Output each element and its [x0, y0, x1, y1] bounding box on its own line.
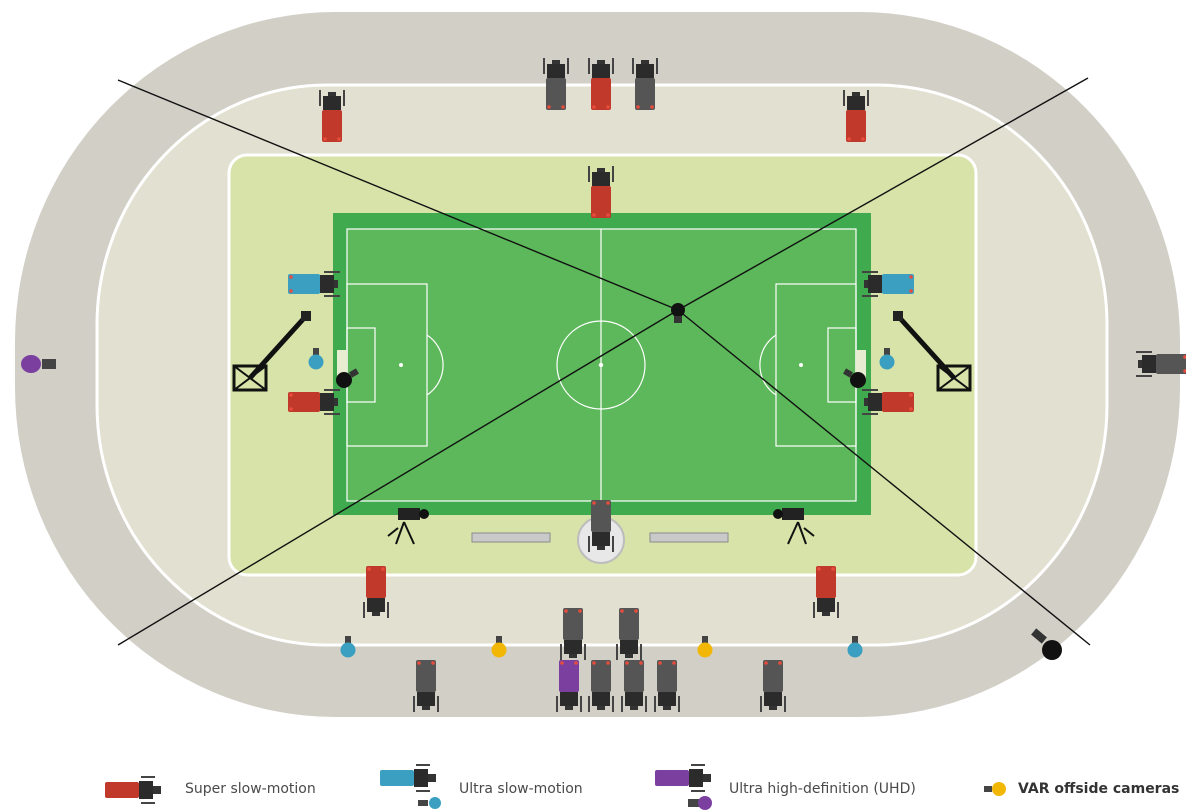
camera-ultra-slow-mini-bottom-right — [847, 636, 863, 658]
camera-crane-left — [232, 311, 311, 392]
camera-bottom-super-slow-right — [813, 566, 839, 618]
legend-label-uhd: Ultra high-definition (UHD) — [729, 781, 916, 797]
camera-corner-bottom-right — [1031, 628, 1062, 660]
camera-blue-icon — [380, 764, 436, 792]
camera-goal-left-black — [336, 368, 359, 388]
camera-low-standard-right — [760, 660, 786, 712]
camera-pitchside-tripod-left — [387, 508, 429, 545]
mini-camera-purple-icon — [688, 796, 712, 810]
camera-low-standard-a — [588, 660, 614, 712]
camera-top-super-slow-left — [319, 90, 345, 142]
camera-bottom-standard-2 — [616, 608, 642, 660]
penalty-spot-right — [799, 363, 803, 367]
camera-bottom-standard-1 — [560, 608, 586, 660]
camera-low-standard-c — [654, 660, 680, 712]
centre-spot — [598, 362, 604, 368]
camera-halfway-super-slow — [588, 166, 614, 218]
camera-layer — [21, 58, 1186, 712]
camera-low-standard-b — [621, 660, 647, 712]
camera-red-icon — [105, 776, 161, 804]
camera-ultra-slow-mini-right-goal — [879, 348, 895, 370]
legend-icons — [105, 764, 1006, 810]
camera-var-offside-left — [491, 636, 507, 658]
camera-far-left-uhd — [21, 355, 56, 373]
camera-pitchside-tripod-right — [773, 508, 815, 545]
camera-right-ultra-slow — [862, 271, 914, 297]
camera-purple-icon — [655, 764, 711, 792]
camera-top-standard-2 — [632, 58, 658, 110]
legend-label-super-slow: Super slow-motion — [185, 781, 316, 797]
spidercam-cables — [117, 77, 1091, 646]
camera-bottom-super-slow-left — [363, 566, 389, 618]
camera-var-offside-right — [697, 636, 713, 658]
camera-ultra-slow-mini-left-goal — [308, 348, 324, 370]
legend-label-var: VAR offside cameras — [1018, 781, 1180, 797]
camera-right-super-slow — [862, 389, 914, 415]
camera-yellow-icon — [984, 782, 1006, 796]
camera-tunnel-standard — [588, 500, 614, 552]
goal-left — [337, 350, 347, 380]
camera-goal-right-black — [843, 368, 866, 388]
spidercam — [671, 303, 685, 323]
mini-camera-blue-icon — [418, 797, 441, 809]
camera-low-standard-left — [413, 660, 439, 712]
goal-right — [856, 350, 866, 380]
camera-far-right-standard — [1136, 351, 1186, 377]
bench-right — [649, 532, 729, 543]
penalty-spot-left — [399, 363, 403, 367]
bench-left — [471, 532, 551, 543]
legend-label-ultra-slow: Ultra slow-motion — [459, 781, 583, 797]
camera-top-super-slow-center — [588, 58, 614, 110]
camera-ultra-slow-mini-bottom-left — [340, 636, 356, 658]
camera-crane-right — [893, 311, 972, 392]
camera-left-ultra-slow — [288, 271, 340, 297]
camera-top-standard-1 — [543, 58, 569, 110]
camera-left-super-slow — [288, 389, 340, 415]
camera-top-super-slow-right — [843, 90, 869, 142]
camera-low-uhd — [556, 660, 582, 712]
